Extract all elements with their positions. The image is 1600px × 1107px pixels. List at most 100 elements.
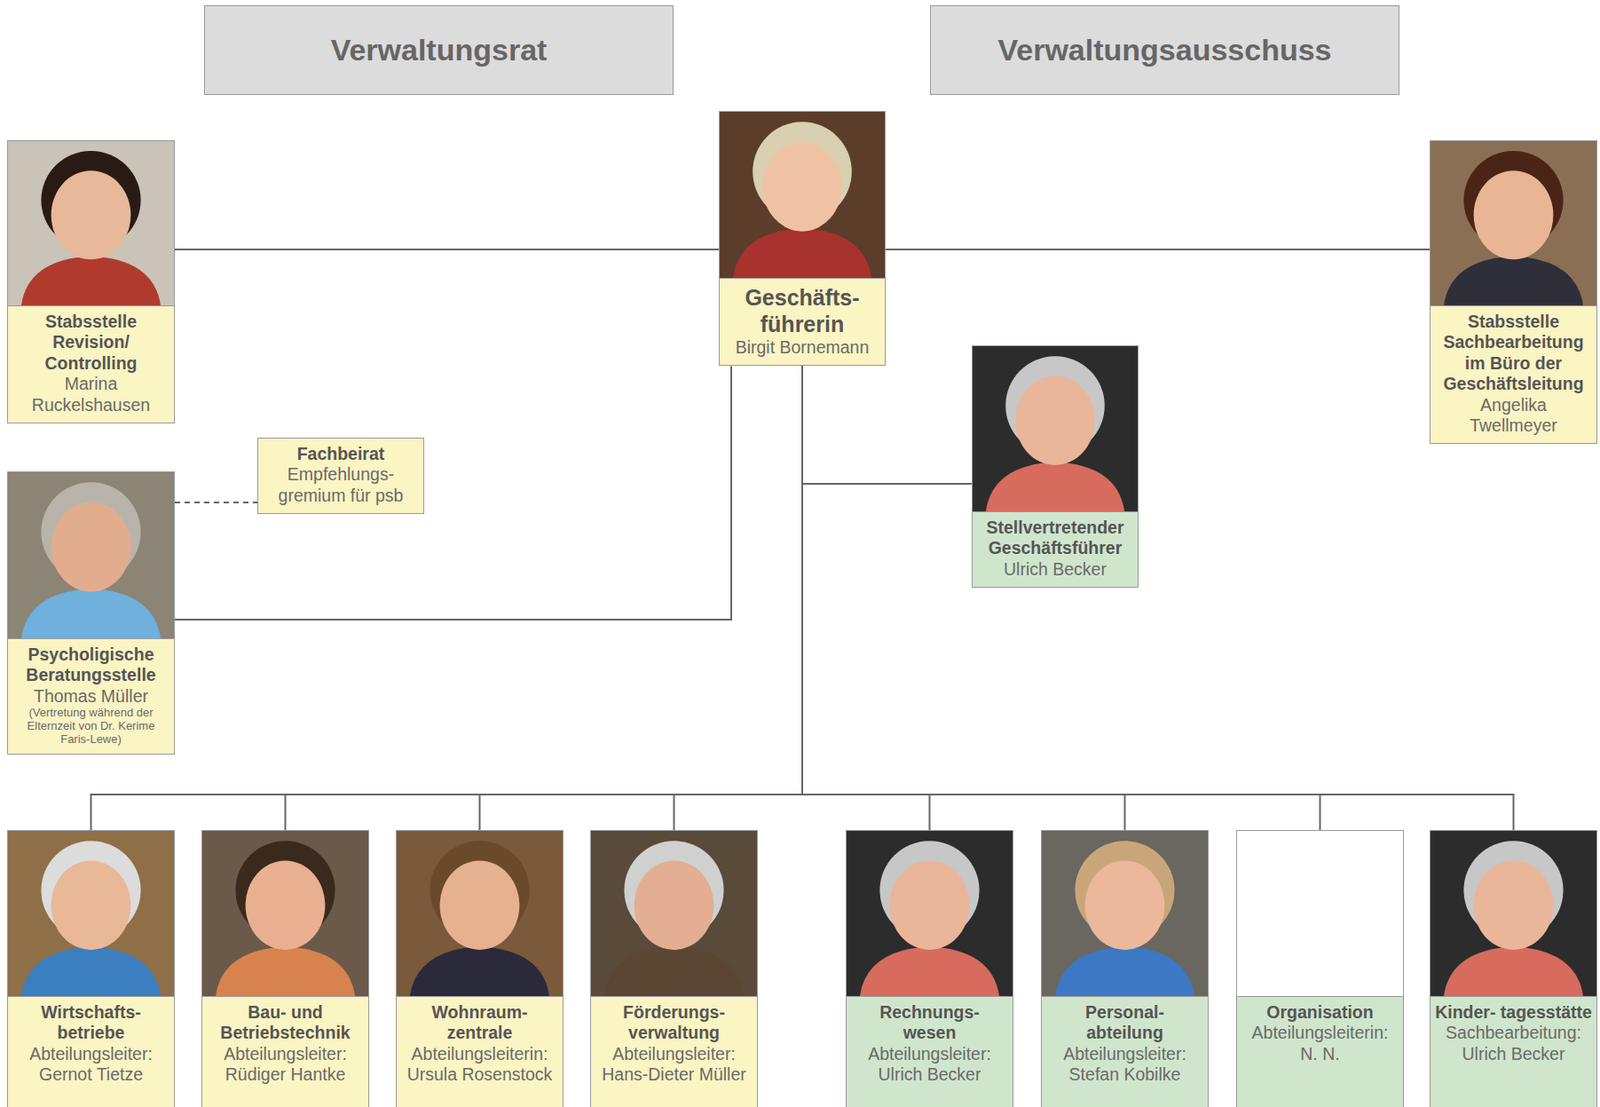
photo-background [396,830,563,996]
portrait-photo [7,830,174,997]
portrait-photo [972,346,1138,513]
org-unit-box: OrganisationAbteilungsleiterin:N. N. [1236,829,1404,1107]
photo-background [846,830,1013,996]
org-connector [802,365,1321,830]
text-area: OrganisationAbteilungsleiterin:N. N. [1237,996,1403,1072]
unit-heading: Stabsstelle Sachbearbeitung im Büro der … [1430,311,1597,395]
unit-heading: Fachbeirat [258,443,424,465]
unit-heading: Verwaltungsrat [326,31,552,69]
unit-heading: Organisation [1237,1001,1403,1023]
photo-shoulders [1055,945,1195,996]
org-unit-box: Geschäfts- führerinBirgit Bornemann [718,110,886,366]
portrait-photo [1430,141,1597,307]
org-unit-box: FachbeiratEmpfehlungs- gremium für psb [257,437,425,514]
photo-background [7,472,174,639]
unit-heading: Bau- und Betriebstechnik [202,1001,369,1044]
unit-detail: Marina Ruckelshausen [7,373,174,416]
photo-shoulders [21,256,161,307]
unit-heading: Wohnraum- zentrale [396,1001,563,1044]
text-area: Wirtschafts- betriebeAbteilungsleiter:Ge… [7,996,174,1093]
text-area: Psycholigische BeratungsstelleThomas Mül… [7,638,174,754]
unit-detail: Ulrich Becker [972,559,1138,580]
photo-background [202,830,369,996]
unit-heading: Verwaltungsausschuss [993,31,1336,69]
org-unit-box: Wohnraum- zentraleAbteilungsleiterin:Urs… [395,829,564,1107]
org-unit-box: Förderungs- verwaltungAbteilungsleiter:H… [590,829,758,1107]
photo-shoulders [409,945,550,996]
unit-detail: Hans-Dieter Müller [591,1064,757,1085]
text-area: Wohnraum- zentraleAbteilungsleiterin:Urs… [396,996,563,1093]
unit-detail: Rüdiger Hantke [202,1064,369,1085]
unit-heading: Förderungs- verwaltung [591,1001,757,1044]
org-connector [885,248,1430,251]
photo-background [1430,830,1597,996]
photo-background [1041,830,1208,996]
unit-detail: Ulrich Becker [1430,1043,1597,1065]
portrait-photo [591,830,757,997]
unit-detail: Ulrich Becker [846,1064,1013,1085]
org-connector [802,365,972,484]
photo-shoulders [604,945,744,996]
unit-heading: Stellvertretender Geschäftsführer [972,517,1138,560]
org-unit-box: Wirtschafts- betriebeAbteilungsleiter:Ge… [7,829,175,1107]
portrait-photo [7,141,174,307]
org-connector [174,365,732,620]
portrait-photo [1237,830,1403,997]
unit-detail: Gernot Tietze [7,1064,174,1085]
portrait-photo [1041,830,1208,997]
portrait-photo [396,830,563,997]
unit-detail: Angelika Twellmeyer [1430,394,1597,437]
unit-detail: Abteilungsleiter: [846,1043,1013,1065]
org-connector [174,248,719,251]
unit-detail: Thomas Müller [7,685,174,707]
org-unit-box: Stabsstelle Sachbearbeitung im Büro der … [1429,140,1598,444]
photo-face [51,170,132,260]
unit-detail: Empfehlungs- gremium für psb [258,464,424,506]
photo-face [890,859,970,949]
text-area: Stabsstelle Sachbearbeitung im Büro der … [1430,306,1597,443]
org-unit-box: Rechnungs- wesenAbteilungsleiter:Ulrich … [845,829,1014,1107]
org-connector [285,365,804,830]
org-unit-box: Stabsstelle Revision/ ControllingMarina … [7,140,175,424]
unit-heading: Kinder- tagesstätte [1430,1001,1597,1023]
photo-empty [1237,830,1403,996]
org-unit-box: Personal- abteilungAbteilungsleiter:Stef… [1040,829,1209,1107]
unit-heading: Wirtschafts- betriebe [7,1001,174,1044]
text-area: Förderungs- verwaltungAbteilungsleiter:H… [591,996,757,1093]
portrait-photo [7,472,174,639]
photo-background [719,111,885,278]
unit-detail: Abteilungsleiterin: [1237,1022,1403,1043]
org-unit-box: Stellvertretender GeschäftsführerUlrich … [971,345,1139,588]
photo-face [634,859,715,949]
photo-shoulders [21,945,161,996]
text-area: Stabsstelle Revision/ ControllingMarina … [7,306,174,423]
text-area: Personal- abteilungAbteilungsleiter:Stef… [1041,996,1208,1093]
photo-face [1473,859,1554,949]
photo-face [51,859,132,949]
board-box: Verwaltungsausschuss [930,5,1400,95]
org-connector [802,365,1514,830]
photo-face [1015,375,1095,465]
unit-detail: N. N. [1237,1043,1403,1065]
org-connector [802,365,1126,830]
unit-detail: Abteilungsleiter: [1041,1043,1208,1065]
org-connector [174,501,258,504]
text-area: Bau- und BetriebstechnikAbteilungsleiter… [202,996,369,1093]
unit-heading: Psycholigische Beratungsstelle [7,644,174,686]
photo-background [7,830,174,996]
unit-detail: Ursula Rosenstock [396,1064,563,1085]
portrait-photo [202,830,369,997]
unit-heading: Personal- abteilung [1041,1001,1208,1044]
portrait-photo [846,830,1013,997]
unit-detail: Sachbearbeitung: [1430,1022,1597,1043]
photo-face [440,859,521,949]
unit-detail: Birgit Bornemann [719,337,885,358]
photo-face [51,502,132,592]
portrait-photo [1430,830,1597,997]
org-connector [674,365,804,830]
text-area: Kinder- tagesstätteSachbearbeitung:Ulric… [1430,996,1597,1072]
photo-background [972,346,1138,512]
org-unit-box: Psycholigische BeratungsstelleThomas Mül… [7,471,175,755]
photo-shoulders [21,588,161,639]
